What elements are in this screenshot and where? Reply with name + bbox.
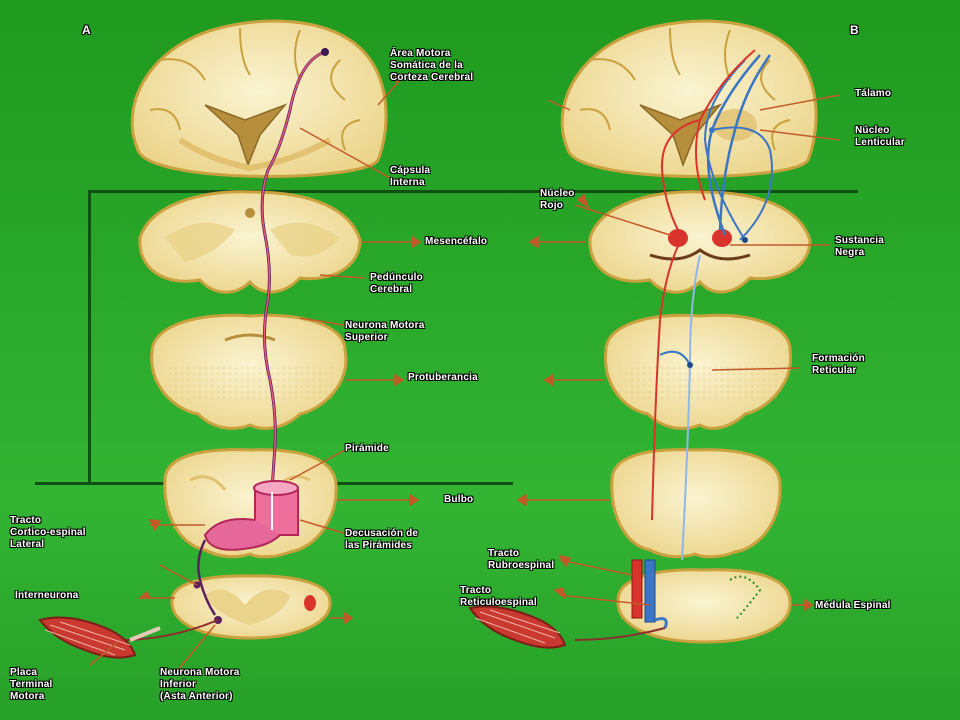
label-protuberancia: Protuberancia (408, 372, 478, 383)
panel-b-medulla (610, 448, 782, 559)
panel-a-corticospinal-path (119, 48, 329, 641)
label-capsula-interna: Cápsula Interna (390, 165, 431, 188)
label-mesencefalo: Mesencéfalo (425, 236, 488, 247)
label-sustancia-negra: Sustancia Negra (835, 235, 885, 258)
label-area-motora: Área Motora Somática de la Corteza Cereb… (390, 48, 474, 83)
label-nucleo-rojo: Núcleo Rojo (540, 188, 575, 211)
label-formacion-reticular: Formación Reticular (812, 353, 865, 376)
label-interneurona: Interneurona (15, 590, 79, 601)
label-placa-terminal: Placa Terminal Motora (10, 667, 53, 702)
label-piramide: Pirámide (345, 443, 389, 454)
panel-b-midbrain (588, 190, 812, 294)
panel-a-cerebrum (130, 19, 388, 178)
label-neurona-motora-inferior: Neurona Motora Inferior (Asta Anterior) (160, 667, 240, 702)
label-tracto-reticuloespinal: Tracto Reticuloespinal (460, 585, 537, 608)
panel-b-pons (604, 313, 792, 430)
label-tracto-rubroespinal: Tracto Rubroespinal (488, 548, 555, 571)
label-nucleo-lenticular: Núcleo Lenticular (855, 125, 905, 148)
label-bulbo: Bulbo (444, 494, 474, 505)
label-tracto-corticoespinal: Tracto Cortico-espinal Lateral (10, 515, 86, 550)
panel-letter-b: B (850, 23, 859, 37)
panel-a-midbrain (138, 190, 362, 294)
label-decusacion-piramides: Decusación de las Pirámides (345, 528, 419, 551)
panel-b-muscle (468, 605, 567, 649)
panel-letter-a: A (82, 23, 91, 37)
label-medula-espinal: Médula Espinal (815, 600, 891, 611)
label-talamo: Tálamo (855, 88, 892, 99)
label-neurona-motora-superior: Neurona Motora Superior (345, 320, 425, 343)
leader-lines (89, 72, 841, 671)
panel-b-tracts (574, 49, 773, 641)
panel-a-muscle (38, 616, 161, 659)
panel-a-pons (150, 313, 348, 430)
dark-band-upper (88, 190, 858, 193)
dark-band-left (88, 190, 91, 482)
panel-b-spinal-cord (616, 568, 792, 644)
label-pedunculo-cerebral: Pedúnculo Cerebral (370, 272, 423, 295)
panel-b-cerebrum (560, 19, 818, 178)
